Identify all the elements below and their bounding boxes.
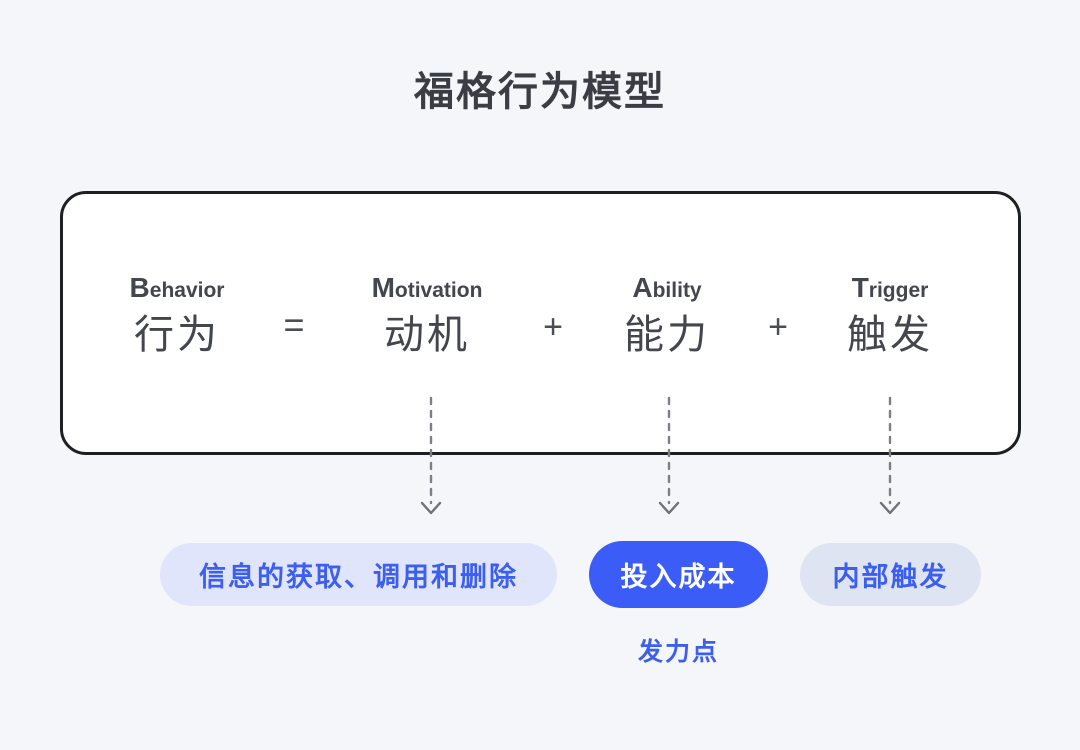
term-motivation-english: Motivation — [322, 272, 532, 304]
term-behavior-initial: B — [129, 272, 150, 303]
outcome-pill-investment-cost[interactable]: 投入成本 — [589, 541, 768, 608]
highlight-caption: 发力点 — [637, 638, 719, 666]
term-trigger-initial: T — [851, 272, 869, 303]
operator-equals: = — [283, 304, 305, 345]
term-trigger-english: Trigger — [790, 272, 990, 304]
term-motivation: Motivation 动机 — [322, 272, 532, 360]
term-ability-initial: A — [632, 272, 653, 303]
term-ability: Ability 能力 — [567, 272, 767, 360]
page-title: 福格行为模型 — [414, 70, 666, 114]
term-ability-chinese: 能力 — [624, 313, 710, 357]
term-ability-english: Ability — [567, 272, 767, 304]
term-behavior-chinese: 行为 — [134, 313, 220, 357]
term-motivation-chinese: 动机 — [384, 313, 470, 357]
term-behavior-rest: ehavior — [149, 279, 225, 302]
outcome-pill-internal-trigger[interactable]: 内部触发 — [800, 543, 981, 606]
term-ability-rest: bility — [652, 279, 702, 302]
term-trigger-rest: rigger — [868, 279, 929, 302]
equation-box — [60, 191, 1021, 455]
outcome-pill-information[interactable]: 信息的获取、调用和删除 — [160, 543, 557, 606]
operator-plus-1: + — [543, 308, 563, 346]
operator-plus-2: + — [768, 308, 788, 346]
term-behavior: Behavior 行为 — [77, 272, 277, 360]
term-trigger-chinese: 触发 — [847, 313, 933, 357]
term-motivation-rest: otivation — [394, 279, 483, 302]
term-behavior-english: Behavior — [77, 272, 277, 304]
term-motivation-initial: M — [371, 272, 395, 303]
term-trigger: Trigger 触发 — [790, 272, 990, 360]
